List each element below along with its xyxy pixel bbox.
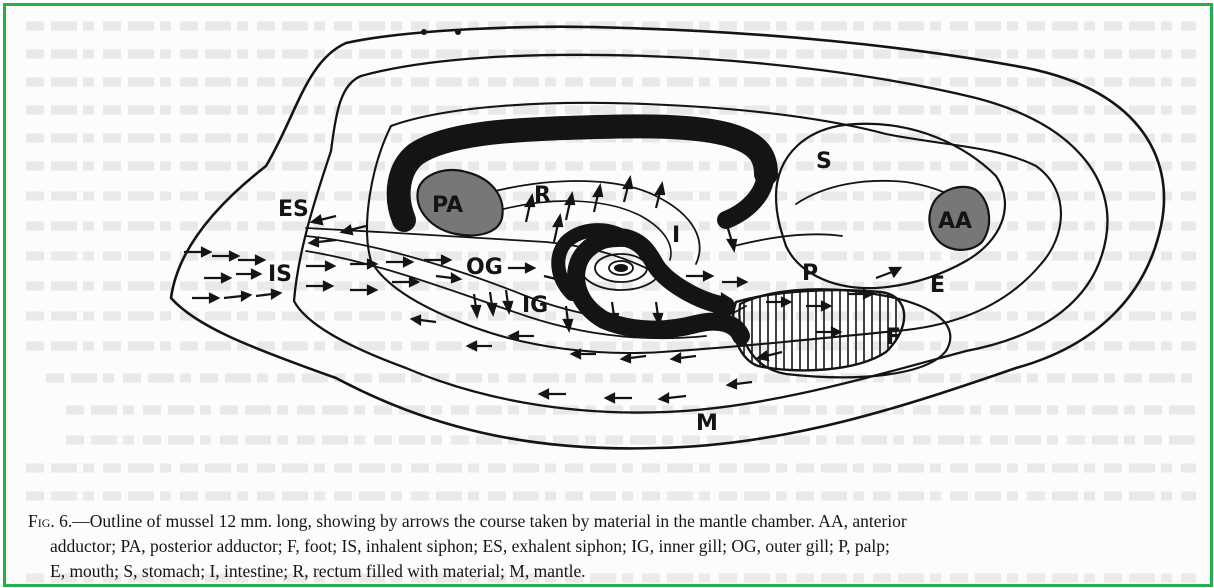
label-s: S [816, 149, 832, 174]
caption-line-3: E, mouth; S, stomach; I, intestine; R, r… [28, 559, 1198, 584]
label-og: OG [466, 255, 503, 280]
label-e: E [930, 273, 945, 298]
label-i: I [672, 223, 680, 248]
label-f: F [886, 325, 901, 350]
label-es: ES [278, 197, 309, 222]
label-aa: AA [938, 209, 972, 234]
figure-caption: Fig. 6.—Outline of mussel 12 mm. long, s… [28, 509, 1198, 584]
caption-line-1-text: —Outline of mussel 12 mm. long, showing … [72, 511, 906, 531]
label-is: IS [268, 262, 292, 287]
label-ig: IG [522, 293, 548, 318]
caption-line-1: Fig. 6.—Outline of mussel 12 mm. long, s… [28, 509, 1198, 534]
mussel-outline-diagram: ES IS PA R OG IG I S AA P E F M [6, 6, 1210, 506]
label-p: P [802, 261, 818, 286]
figure-frame: ES IS PA R OG IG I S AA P E F M Fig. 6.—… [3, 3, 1213, 587]
caption-line-2: adductor; PA, posterior adductor; F, foo… [28, 534, 1198, 559]
label-pa: PA [432, 193, 463, 218]
caption-fig-label: Fig. 6. [28, 511, 72, 531]
label-m: M [696, 411, 718, 436]
label-r: R [534, 183, 551, 208]
